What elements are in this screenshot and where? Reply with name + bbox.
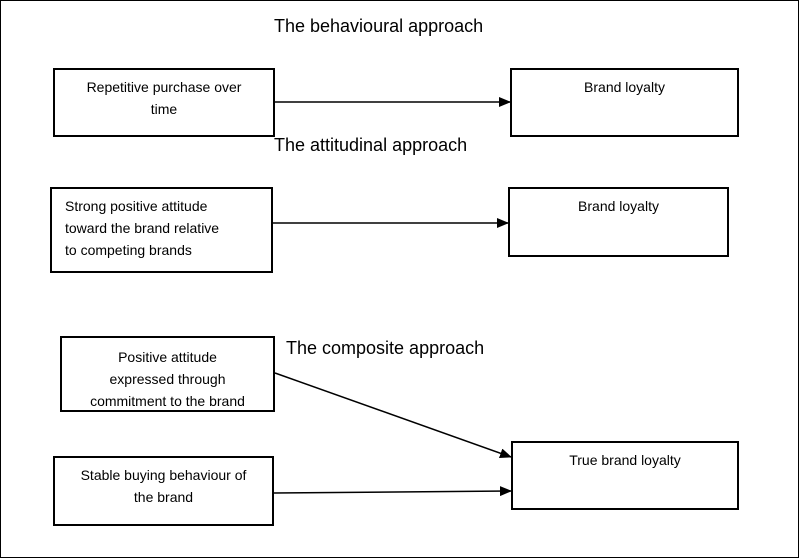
composite-attitude-source-label: Positive attitude expressed through comm… bbox=[90, 349, 245, 409]
attitudinal-target-label: Brand loyalty bbox=[578, 198, 659, 214]
attitudinal-source-box: Strong positive attitude toward the bran… bbox=[50, 187, 273, 273]
attitudinal-target-box: Brand loyalty bbox=[508, 187, 729, 257]
behavioural-target-label: Brand loyalty bbox=[584, 79, 665, 95]
composite-attitude-source-box: Positive attitude expressed through comm… bbox=[60, 336, 275, 412]
behavioural-target-box: Brand loyalty bbox=[510, 68, 739, 137]
behavioural-approach-title: The behavioural approach bbox=[274, 16, 484, 36]
behavioural-source-label: Repetitive purchase over time bbox=[86, 79, 242, 117]
composite-approach-title: The composite approach bbox=[286, 338, 485, 358]
attitudinal-source-label: Strong positive attitude toward the bran… bbox=[65, 198, 220, 258]
composite-behaviour-source-label: Stable buying behaviour of the brand bbox=[80, 467, 247, 505]
composite-behaviour-source-box: Stable buying behaviour of the brand bbox=[53, 456, 274, 526]
arrow-composite-behaviour bbox=[273, 486, 512, 497]
attitudinal-approach-title: The attitudinal approach bbox=[274, 135, 468, 155]
composite-target-box: True brand loyalty bbox=[511, 441, 739, 510]
behavioural-source-box: Repetitive purchase over time bbox=[53, 68, 275, 137]
composite-target-label: True brand loyalty bbox=[569, 452, 681, 468]
arrow-composite-attitude bbox=[274, 372, 512, 459]
